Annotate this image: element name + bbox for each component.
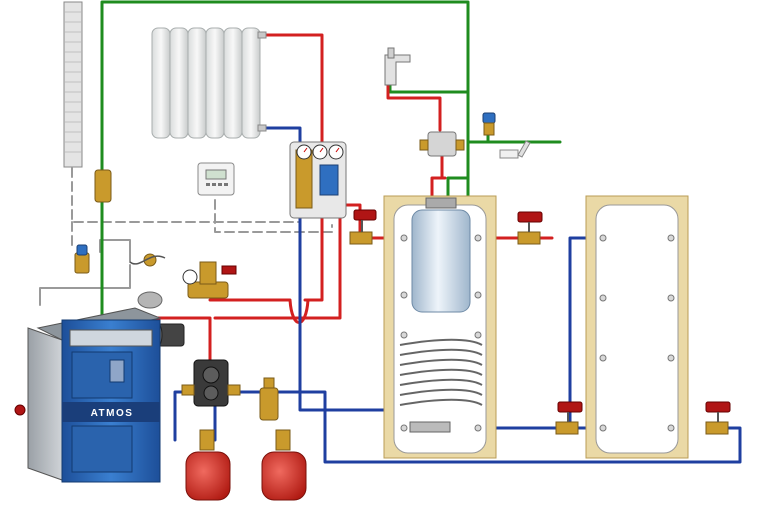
mixing-valve-icon (419, 131, 465, 157)
control-wiring (39, 167, 333, 306)
tap-icon (384, 47, 411, 86)
ball-valve-icon (349, 209, 377, 245)
dhw-inner-tank (411, 209, 471, 313)
boiler-icon: ATMOS (14, 307, 162, 483)
boiler-pump-group (181, 359, 241, 407)
pressure-gauge-icon (182, 269, 198, 285)
chimney-icon (63, 1, 83, 168)
ball-valve-icon (705, 401, 731, 435)
buffer-tank (585, 195, 689, 459)
boiler-safety-group (74, 169, 166, 309)
boiler-lower-door (71, 425, 133, 473)
pump-group-icon (289, 141, 347, 219)
boiler-control-panel (69, 329, 153, 347)
ball-valve-icon (517, 211, 543, 245)
ball-valve-icon (555, 401, 583, 435)
mixing-manifold (153, 261, 237, 347)
dirt-separator-icon (259, 377, 279, 421)
room-controller (197, 162, 235, 196)
strainer-icon (94, 169, 112, 203)
expansion-vessel-icon (261, 429, 307, 501)
boiler-brand-label: ATMOS (91, 408, 134, 419)
radiator-icon (151, 27, 267, 139)
dhw-tank (383, 195, 497, 459)
expansion-vessel-icon (185, 429, 231, 501)
safety-valve-icon (482, 112, 531, 159)
heating-coil (399, 338, 483, 406)
cold-water-pipes (100, 0, 562, 322)
air-valve-icon (137, 291, 163, 309)
